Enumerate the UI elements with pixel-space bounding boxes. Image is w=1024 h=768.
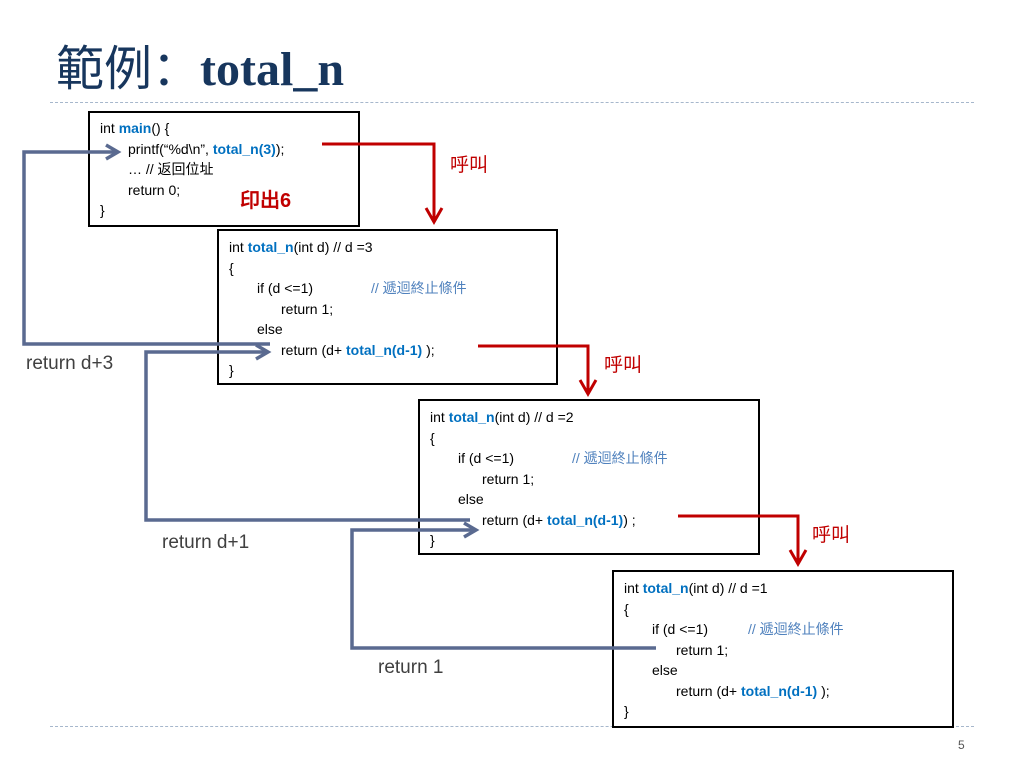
call-label-2: 呼叫 [604,354,643,376]
main-code-box: int main() { printf(“%d\n”, total_n(3));… [88,111,360,227]
frame-recursive-return: return (d+ total_n(d-1) ); [676,682,830,699]
frame-else: else [257,321,283,337]
frame-if-line: if (d <=1)// 遞迴終止條件 [652,621,844,637]
frame-box-d3: int total_n(int d) // d =3 { if (d <=1)/… [217,229,558,385]
frame-signature: int total_n(int d) // d =1 [624,580,768,596]
frame-recursive-return: return (d+ total_n(d-1) ); [281,341,435,358]
call-label-3: 呼叫 [812,524,851,546]
call-label-1: 呼叫 [450,154,489,176]
frame-return-one: return 1; [281,300,334,317]
frame-else: else [652,662,678,678]
main-printf-line: printf(“%d\n”, total_n(3)); [128,140,285,157]
main-return-line: return 0; [128,181,181,198]
return-label-d3: return d+3 [26,353,114,374]
frame-recursive-return: return (d+ total_n(d-1)) ; [482,511,636,528]
return-label-1: return 1 [378,657,444,678]
title-code: total_n [200,43,345,96]
bottom-divider [50,726,974,727]
top-divider [50,102,974,103]
main-return-address-line: … // 返回位址 [128,161,214,177]
frame-open-brace: { [430,429,435,446]
title-prefix: 範例： [56,43,201,96]
frame-return-one: return 1; [676,641,729,658]
main-close-brace: } [100,202,105,218]
frame-return-one: return 1; [482,470,535,487]
return-label-d1: return d+1 [162,532,250,553]
frame-box-d1: int total_n(int d) // d =1 { if (d <=1)/… [612,570,954,728]
frame-close-brace: } [430,532,435,548]
frame-close-brace: } [624,703,629,719]
frame-signature: int total_n(int d) // d =2 [430,409,574,425]
printed-result: 印出6 [240,190,292,212]
frame-open-brace: { [229,259,234,276]
frame-if-line: if (d <=1)// 遞迴終止條件 [257,280,467,296]
slide-title: 範例：total_n [56,40,344,100]
page-number: 5 [958,738,965,752]
frame-open-brace: { [624,600,629,617]
main-signature: int main() { [100,120,170,136]
frame-box-d2: int total_n(int d) // d =2 { if (d <=1)/… [418,399,760,555]
frame-close-brace: } [229,362,234,378]
frame-else: else [458,491,484,507]
frame-signature: int total_n(int d) // d =3 [229,239,373,255]
frame-if-line: if (d <=1)// 遞迴終止條件 [458,450,668,466]
